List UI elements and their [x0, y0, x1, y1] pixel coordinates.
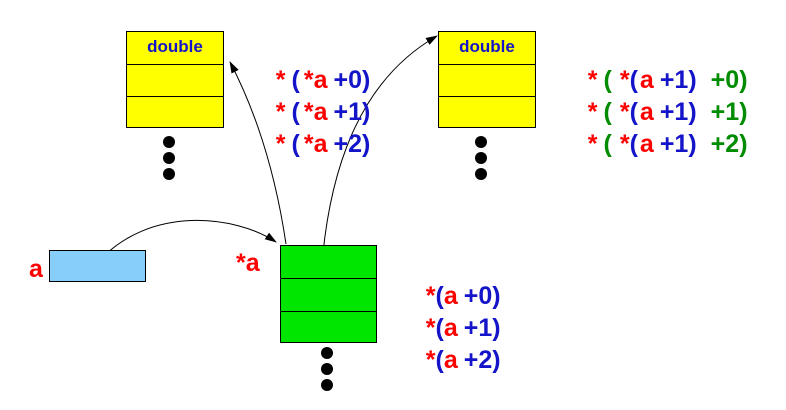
- left-array-continuation-dots: [163, 136, 177, 184]
- pointer-array-continuation-dots: [321, 347, 335, 395]
- left-array-cell-1: [127, 64, 223, 96]
- pointer-variable-a: [49, 250, 146, 282]
- pointer-expr-2: *(a+2): [425, 346, 501, 374]
- label-star-a: *a: [236, 249, 260, 277]
- right-array-cell-2: [439, 96, 535, 128]
- arrow-row0-to-left-array: [229, 61, 287, 245]
- right-expr-0: *(*(a+1)+0): [587, 66, 748, 94]
- left-array-type-label: double: [147, 37, 203, 56]
- right-array-cell-0: double: [439, 32, 535, 64]
- label-a: a: [29, 255, 43, 283]
- pointer-array-cell-0: [281, 246, 376, 278]
- left-array-cell-0: double: [127, 32, 223, 64]
- pointer-expr-1: *(a+1): [425, 314, 501, 342]
- right-double-array: double: [438, 31, 536, 128]
- left-expr-1: *(*a+1): [275, 98, 371, 126]
- left-expr-2: *(*a+2): [275, 130, 371, 158]
- right-expr-2: *(*(a+1)+2): [587, 130, 748, 158]
- pointer-array: [280, 245, 377, 343]
- right-array-type-label: double: [459, 37, 515, 56]
- pointer-expr-0: *(a+0): [425, 282, 501, 310]
- pointer-array-cell-1: [281, 278, 376, 311]
- arrow-a-to-star-a: [97, 219, 277, 263]
- left-array-cell-2: [127, 96, 223, 128]
- left-expr-0: *(*a+0): [275, 66, 371, 94]
- left-double-array: double: [126, 31, 224, 128]
- right-array-cell-1: [439, 64, 535, 96]
- pointer-array-cell-2: [281, 311, 376, 343]
- right-expr-1: *(*(a+1)+1): [587, 98, 748, 126]
- right-array-continuation-dots: [475, 136, 489, 184]
